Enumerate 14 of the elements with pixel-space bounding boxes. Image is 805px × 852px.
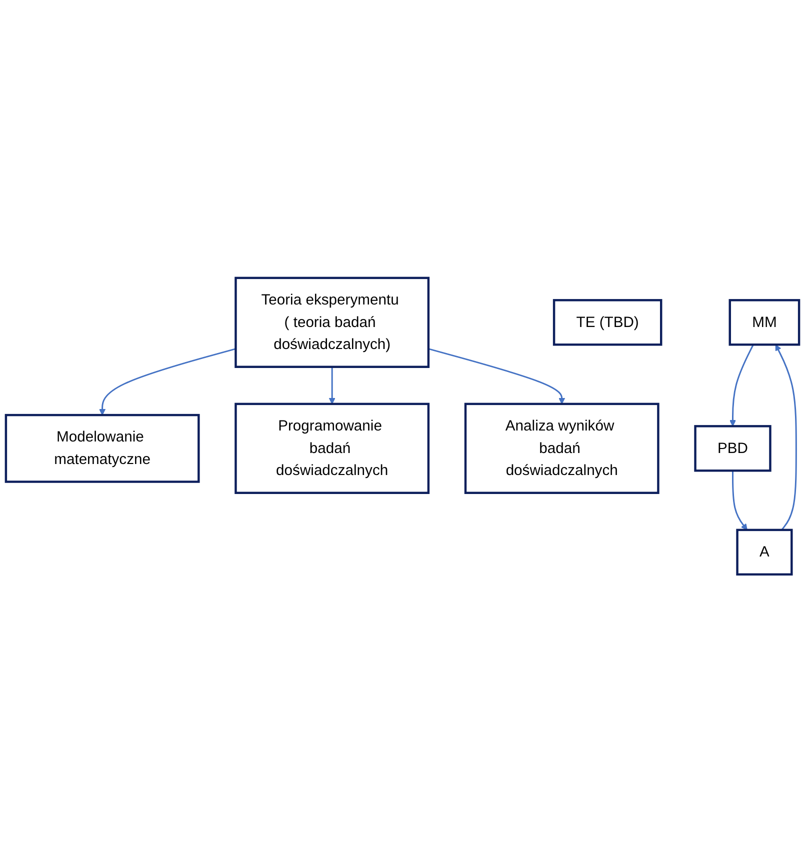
arrow	[428, 348, 566, 404]
node-box: Modelowanie matematyczne	[4, 414, 200, 483]
node-box: A	[736, 528, 793, 576]
arrow	[328, 366, 336, 404]
node-box: Programowanie badań doświadczalnych	[234, 402, 430, 494]
node-box: PBD	[694, 424, 772, 472]
node-box: TE (TBD)	[552, 298, 662, 346]
node-box: Analiza wyników badań doświadczalnych	[464, 402, 660, 494]
arrow	[99, 348, 236, 416]
node-box: MM	[728, 298, 800, 346]
arrow	[732, 470, 748, 530]
arrow	[775, 344, 797, 530]
arrow	[730, 344, 754, 426]
node-box: Teoria eksperymentu ( teoria badań doświadczalnych)	[234, 276, 430, 368]
